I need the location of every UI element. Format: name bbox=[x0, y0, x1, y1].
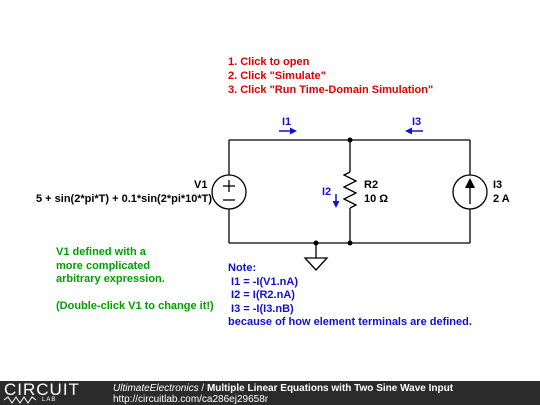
footer-url[interactable]: http://circuitlab.com/ca286ej29658r bbox=[113, 394, 269, 405]
current-definition-note: Note: I1 = -I(V1.nA) I2 = I(R2.nA) I3 = … bbox=[228, 262, 472, 330]
footer-title: UltimateElectronics / Multiple Linear Eq… bbox=[113, 383, 453, 394]
note-i3: I3 = -I(I3.nB) bbox=[228, 302, 294, 315]
label-r2-value: 10 Ω bbox=[364, 193, 389, 205]
i1-arrowhead bbox=[290, 127, 297, 135]
v1-description-line-2: more complicated bbox=[56, 259, 151, 272]
v1-description-spacer bbox=[56, 287, 214, 301]
label-i2: I2 bbox=[322, 186, 332, 198]
current-source-arrow-icon bbox=[465, 178, 475, 188]
instruction-step-2: 2. Click "Simulate" bbox=[228, 70, 326, 82]
voltage-source-v1[interactable] bbox=[211, 174, 247, 210]
ground-symbol[interactable] bbox=[303, 257, 329, 271]
note-i2: I2 = I(R2.nA) bbox=[228, 289, 295, 301]
circuitlab-logo[interactable]: CIRCUIT bbox=[4, 380, 80, 399]
footer-author[interactable]: UltimateElectronics bbox=[113, 383, 199, 394]
instructions: 1. Click to open 2. Click "Simulate" 3. … bbox=[228, 55, 433, 97]
label-i3-current: I3 bbox=[412, 116, 422, 128]
note-heading: Note: bbox=[228, 262, 257, 274]
junction-dot bbox=[347, 240, 353, 246]
i3-arrowhead bbox=[405, 127, 412, 135]
junction-dot bbox=[347, 137, 353, 143]
current-source-i3[interactable] bbox=[452, 174, 488, 210]
note-explanation: because of how element terminals are def… bbox=[228, 316, 472, 328]
label-v1-expression: 5 + sin(2*pi*T) + 0.1*sin(2*pi*10*T) bbox=[36, 193, 213, 205]
footer-separator: / bbox=[198, 383, 207, 394]
junction-dot bbox=[313, 240, 319, 246]
v1-description-hint: (Double-click V1 to change it!) bbox=[56, 300, 214, 312]
circuitlab-logo-sub: LAB bbox=[42, 397, 57, 403]
label-i3-value: 2 A bbox=[493, 193, 510, 205]
label-v1-name: V1 bbox=[194, 179, 208, 191]
footer-circuit-title[interactable]: Multiple Linear Equations with Two Sine … bbox=[206, 383, 454, 394]
v1-description-line-3: arbitrary expression. bbox=[56, 273, 165, 285]
label-r2-name: R2 bbox=[364, 179, 379, 191]
footer-bar bbox=[0, 381, 540, 405]
resistor-r2-zigzag[interactable] bbox=[342, 171, 358, 209]
note-i1: I1 = -I(V1.nA) bbox=[228, 275, 298, 288]
label-i1: I1 bbox=[282, 116, 292, 128]
i2-arrowhead bbox=[332, 201, 340, 208]
v1-description-line-1: V1 defined with a bbox=[56, 246, 146, 258]
instruction-step-1: 1. Click to open bbox=[228, 56, 310, 68]
v1-description: V1 defined with a more complicated arbit… bbox=[56, 246, 214, 314]
instruction-step-3: 3. Click "Run Time-Domain Simulation" bbox=[228, 84, 434, 96]
label-i3-name: I3 bbox=[493, 179, 503, 191]
